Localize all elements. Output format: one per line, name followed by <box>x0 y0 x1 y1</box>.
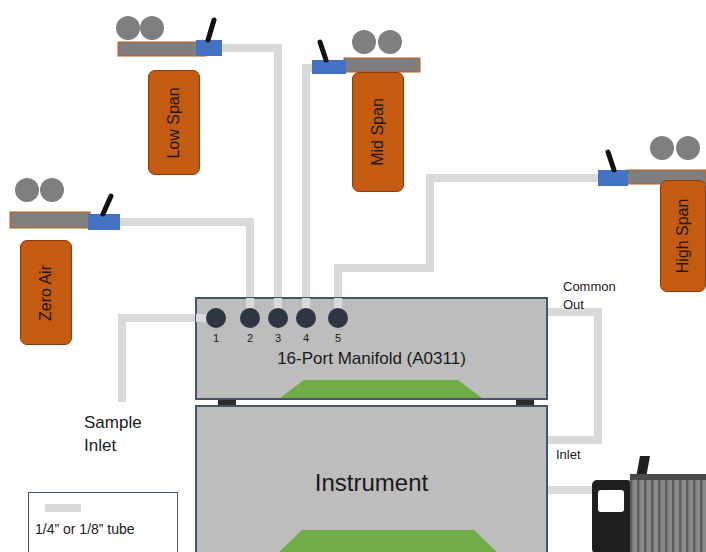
regulator-gauge <box>40 178 64 202</box>
manifold-port <box>296 308 316 328</box>
valve-handle <box>103 196 111 214</box>
port-tube-stub <box>274 298 282 312</box>
port-tube-stub <box>302 298 310 312</box>
valve-handle <box>608 152 614 170</box>
regulator-gauge <box>140 16 164 40</box>
gas-tube <box>306 68 312 297</box>
inlet-label: Inlet <box>556 446 596 464</box>
box-label: 16-Port Manifold (A0311) <box>197 349 546 369</box>
pump-tube <box>548 486 594 494</box>
regulator-body <box>344 58 420 72</box>
gas-cylinder: Zero Air <box>8 176 120 345</box>
valve-handle <box>320 42 326 60</box>
gas-cylinder: Low Span <box>116 14 222 175</box>
cylinder-body: Mid Span <box>352 72 404 192</box>
port-number: 1 <box>206 331 226 346</box>
gas-cylinder: Mid Span <box>312 28 422 192</box>
gas-tube <box>120 222 250 297</box>
port-number: 3 <box>268 331 288 346</box>
gas-cylinder: High Span <box>598 134 706 292</box>
gas-tube <box>338 178 598 297</box>
valve <box>598 170 628 186</box>
regulator-gauge <box>15 178 39 202</box>
valve-handle <box>208 20 214 40</box>
box-label: Instrument <box>197 469 546 497</box>
display-panel <box>276 530 500 552</box>
port-tube-stub <box>334 298 342 312</box>
display-panel <box>280 380 482 398</box>
valve <box>312 60 346 74</box>
cylinder-label: Mid Span <box>369 98 387 166</box>
legend-text: 1/4” or 1/8” tube <box>35 521 135 537</box>
port-number: 5 <box>328 331 348 346</box>
manifold-port <box>268 308 288 328</box>
regulator-body <box>10 212 90 228</box>
regulator-gauge <box>676 136 700 160</box>
cylinder-label: Zero Air <box>37 264 55 320</box>
cylinder-label: High Span <box>674 199 692 274</box>
valve <box>196 40 222 56</box>
legend-box: 1/4” or 1/8” tube <box>28 492 178 552</box>
manifold-port <box>328 308 348 328</box>
common-out-label: Common Out <box>563 278 627 313</box>
regulator-gauge <box>116 16 140 40</box>
gas-tube <box>222 48 278 297</box>
regulator-gauge <box>378 30 402 54</box>
manifold-port <box>240 308 260 328</box>
port-number: 2 <box>240 331 260 346</box>
equipment-box: Instrument <box>195 405 548 552</box>
equipment-box: 16-Port Manifold (A0311) <box>195 297 548 400</box>
gas-tube <box>548 312 598 440</box>
cylinder-body: Low Span <box>148 70 200 175</box>
valve <box>88 214 120 230</box>
manifold-port <box>206 308 226 328</box>
cylinder-label: Low Span <box>165 87 183 158</box>
regulator-gauge <box>650 136 674 160</box>
sample-inlet-label: Sample Inlet <box>84 412 162 458</box>
port-tube-stub <box>246 298 254 312</box>
cylinder-body: Zero Air <box>20 240 72 345</box>
regulator-body <box>118 42 206 56</box>
regulator-gauge <box>352 30 376 54</box>
port-number: 4 <box>296 331 316 346</box>
pump-illustration <box>592 456 706 552</box>
cylinder-body: High Span <box>660 180 706 292</box>
legend-swatch <box>45 504 81 512</box>
port-tube-stub <box>196 314 210 322</box>
